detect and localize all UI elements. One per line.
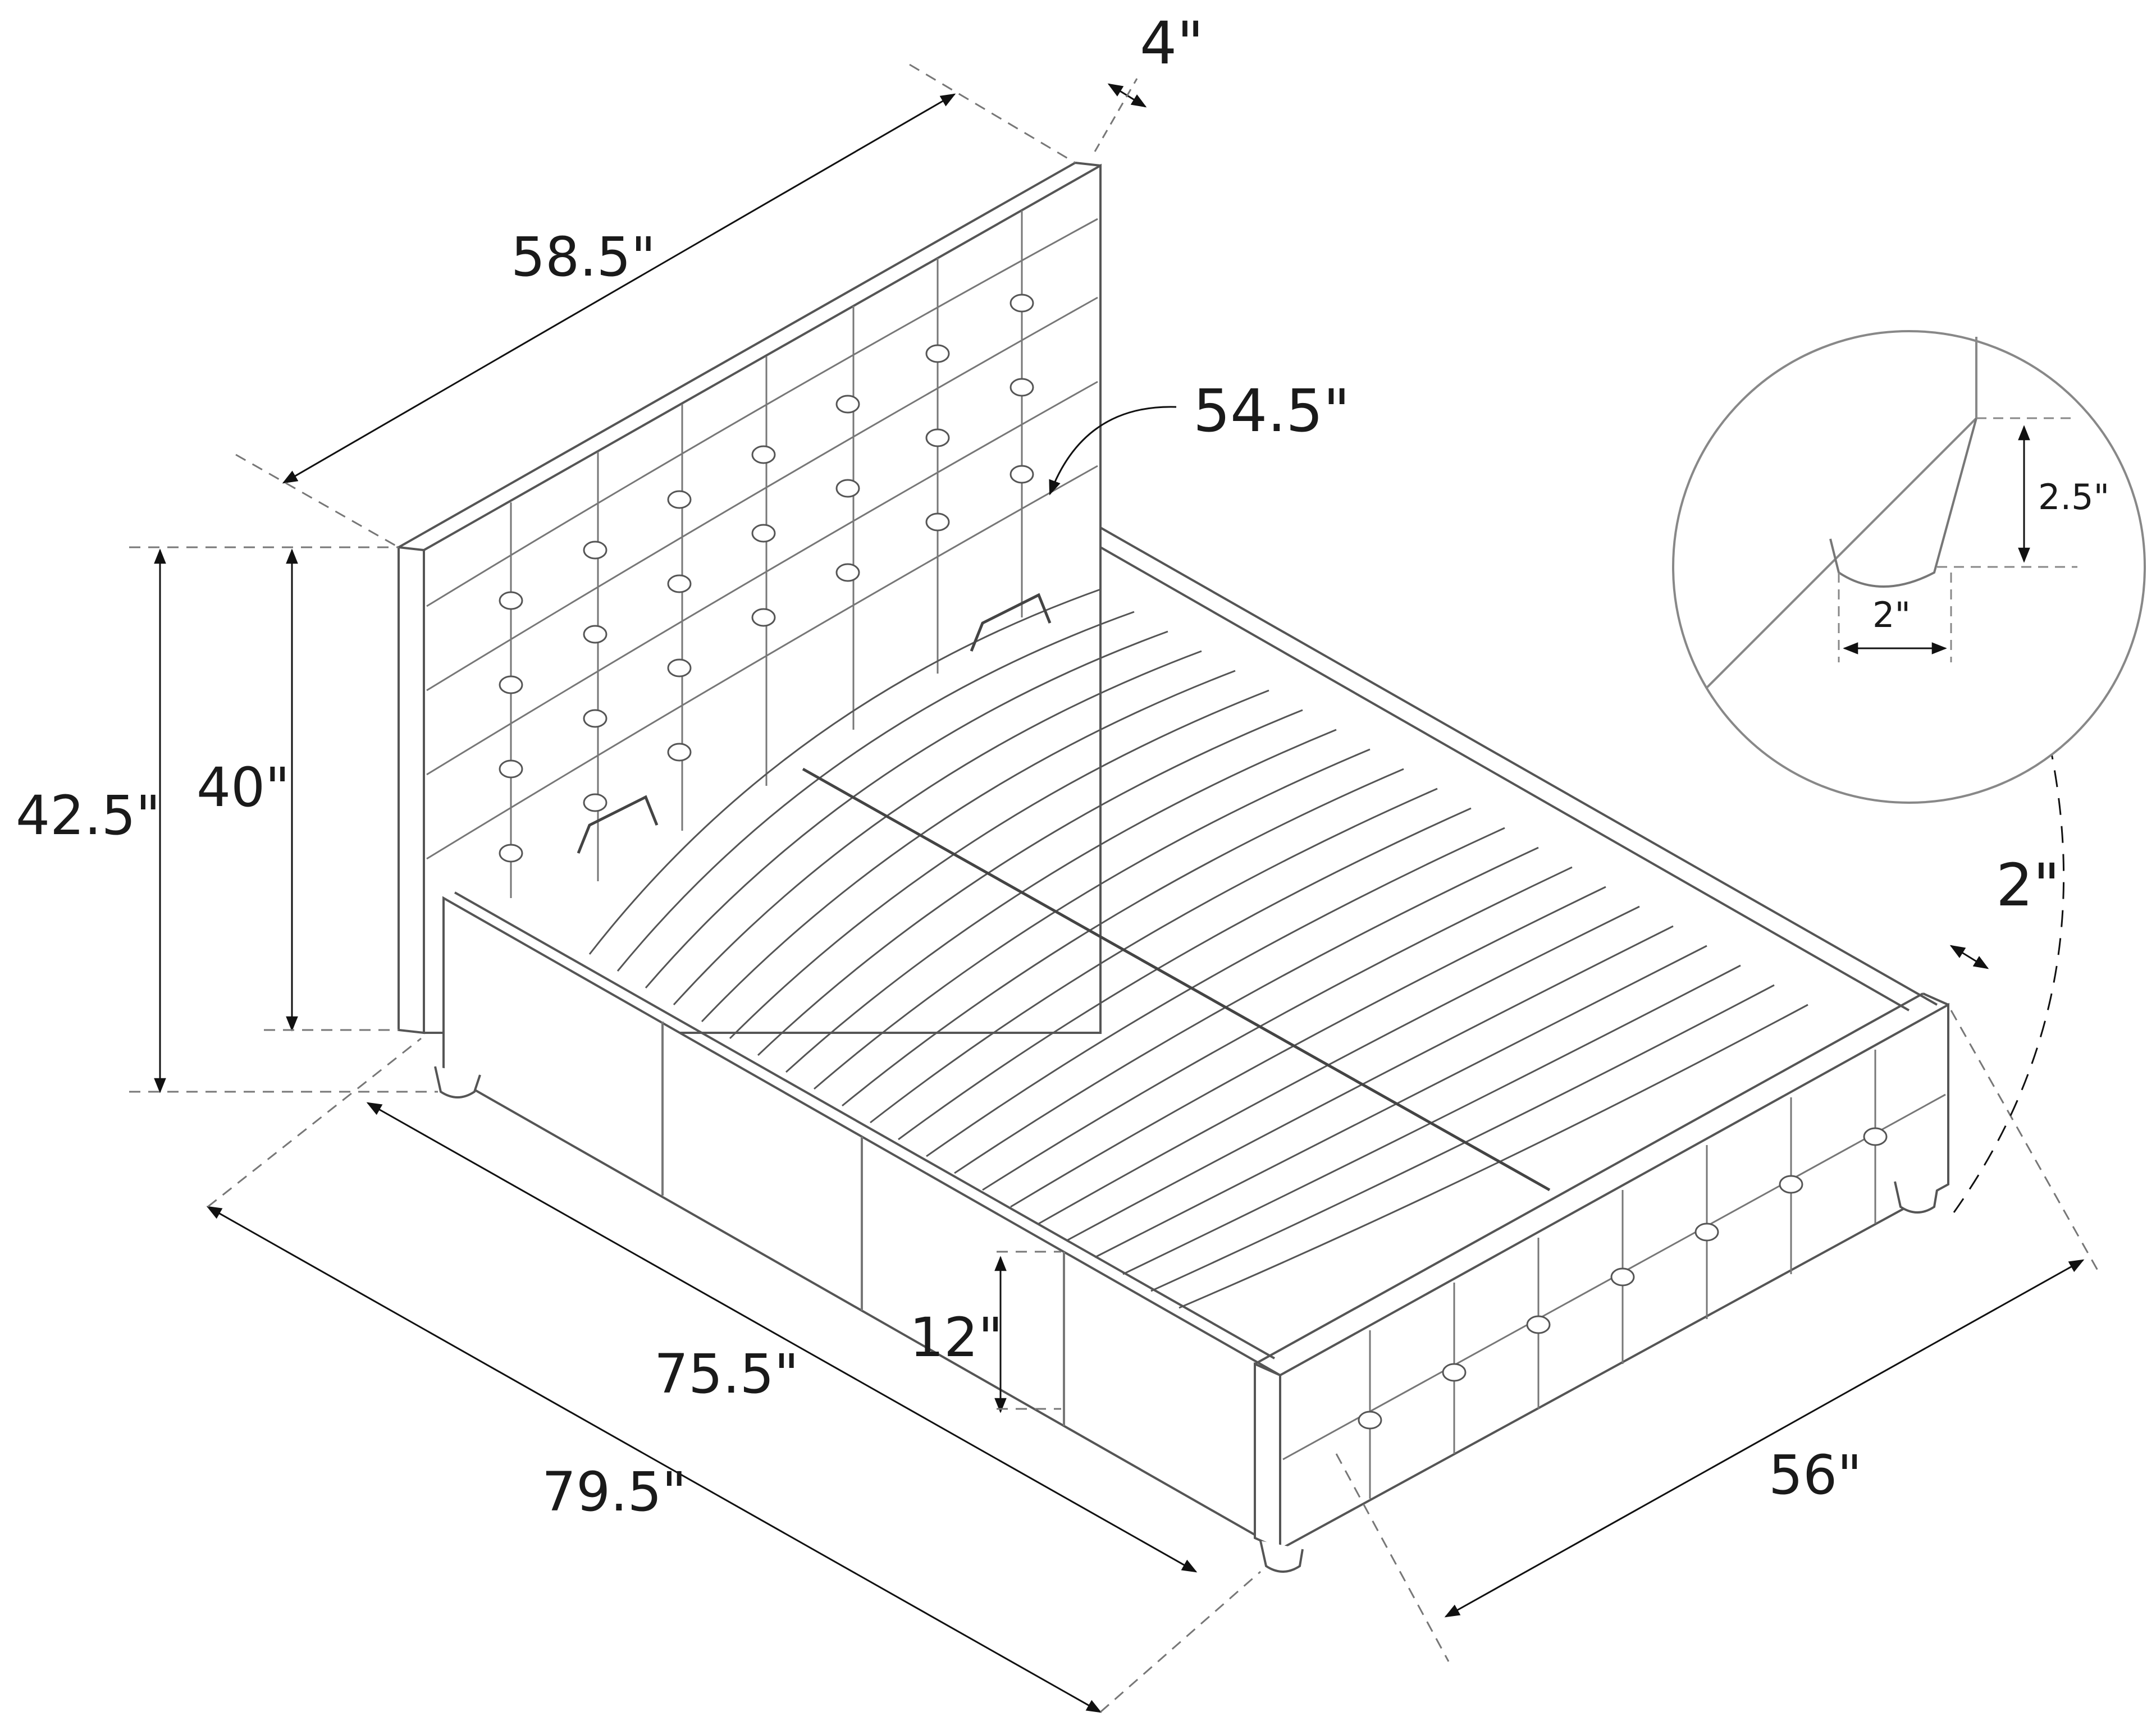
headboard [398, 162, 1102, 1034]
label-headboard-height: 40" [197, 756, 290, 819]
label-inner-width: 54.5" [1193, 377, 1350, 445]
slats [577, 588, 1808, 1309]
label-total-height: 42.5" [16, 784, 161, 847]
label-overall-length: 79.5" [542, 1461, 687, 1523]
label-leg-width: 2" [1872, 594, 1911, 635]
dimension-lines [129, 63, 2101, 1713]
label-footboard-thickness: 2" [1996, 851, 2061, 919]
label-overall-width: 56" [1769, 1444, 1862, 1507]
label-inner-length: 75.5" [654, 1343, 799, 1406]
label-leg-height: 2.5" [2038, 477, 2110, 518]
label-headboard-thickness: 4" [1140, 9, 1204, 77]
label-rail-height: 12" [910, 1306, 1003, 1369]
leg-detail-inset [1672, 330, 2146, 804]
label-headboard-width: 58.5" [511, 226, 656, 289]
